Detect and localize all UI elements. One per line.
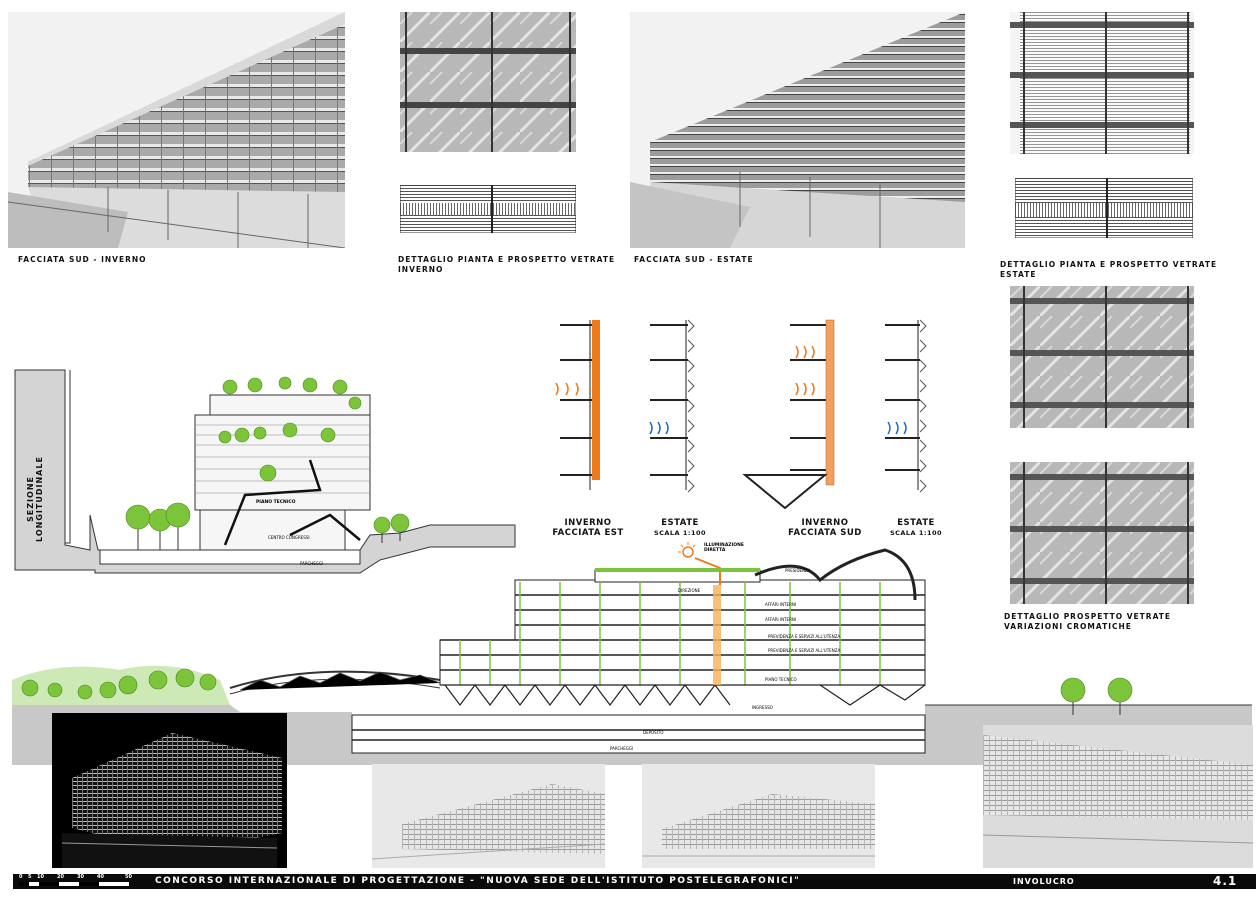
- label-estate-est-2: SCALA 1:100: [653, 529, 707, 537]
- label-estate-sud-1: ESTATE: [897, 518, 935, 528]
- dettaglio-pianta-estate: [1015, 178, 1193, 238]
- perspective-render-4: [983, 725, 1253, 868]
- scale-tick-5: 5: [28, 874, 32, 880]
- label-estate-est-1: ESTATE: [661, 518, 699, 528]
- label-inverno-sud-2: FACCIATA SUD: [788, 528, 862, 538]
- parcheggi-label: PARCHEGGI: [610, 746, 634, 751]
- caption-facciata-sud-inverno: FACCIATA SUD - INVERNO: [18, 255, 147, 264]
- label-inverno-est: INVERNO FACCIATA EST: [548, 518, 628, 538]
- illuminazione-label: ILLUMINAZIONE DIRETTA: [704, 543, 744, 553]
- label-estate-sud: ESTATE SCALA 1:100: [876, 518, 956, 538]
- facciata-sud-estate-render: [630, 12, 965, 248]
- affari-interni-label-1: AFFARI INTERNI: [765, 602, 797, 607]
- ingresso-label: INGRESSO: [752, 705, 773, 710]
- label-inverno-sud: INVERNO FACCIATA SUD: [785, 518, 865, 538]
- main-section-drawing: ILLUMINAZIONE DIRETTA DIREZIONE PRESIDEN…: [0, 540, 1259, 765]
- sezione-longitudinale-drawing: PIANO TECNICO CENTRO CONGRESSI PARCHEGGI: [10, 365, 525, 580]
- illuminazione-line2: DIRETTA: [704, 548, 726, 553]
- caption-dettaglio-estate: DETTAGLIO PIANTA E PROSPETTO VETRATE EST…: [1000, 260, 1217, 280]
- affari-interni-label-2: AFFARI INTERNI: [765, 617, 797, 622]
- scale-tick-30: 30: [77, 874, 84, 880]
- caption-variazioni-line1: DETTAGLIO PROSPETTO VETRATE: [1004, 612, 1172, 621]
- perspective-render-2: [372, 764, 605, 868]
- presidenza-label: PRESIDENZA: [785, 568, 811, 573]
- footer-sheet-number: 4.1: [1213, 874, 1238, 888]
- scale-tick-40: 40: [97, 874, 104, 880]
- label-estate-sud-2: SCALA 1:100: [889, 529, 943, 537]
- facciata-sud-inverno-render: [8, 12, 345, 248]
- dettaglio-prospetto-inverno: [400, 12, 576, 152]
- caption-variazioni-cromatiche: DETTAGLIO PROSPETTO VETRATE VARIAZIONI C…: [1004, 612, 1171, 632]
- perspective-render-3: [642, 764, 875, 868]
- caption-variazioni-line2: VARIAZIONI CROMATICHE: [1004, 622, 1132, 631]
- label-inverno-est-1: INVERNO: [564, 518, 612, 528]
- night-perspective-render: [52, 713, 287, 868]
- facade-section-details: [550, 310, 940, 510]
- sezione-longitudinale-title: SEZIONE LONGITUDINALE: [26, 456, 44, 542]
- scale-tick-20: 20: [57, 874, 64, 880]
- scale-tick-50: 50: [125, 874, 132, 880]
- scale-tick-10: 10: [37, 874, 44, 880]
- caption-dettaglio-inverno: DETTAGLIO PIANTA E PROSPETTO VETRATE INV…: [398, 255, 615, 275]
- illuminazione-line1: ILLUMINAZIONE: [704, 543, 744, 548]
- caption-facciata-sud-estate: FACCIATA SUD - ESTATE: [634, 255, 754, 264]
- variazioni-cromatiche-2: [1010, 462, 1194, 604]
- deposito-label: DEPOSITO: [643, 730, 664, 735]
- dettaglio-prospetto-estate: [1010, 12, 1194, 154]
- small-parcheggi-label: PARCHEGGI: [300, 561, 324, 566]
- small-piano-tecnico-label: PIANO TECNICO: [256, 500, 296, 505]
- footer-title: CONCORSO INTERNAZIONALE DI PROGETTAZIONE…: [155, 876, 801, 886]
- variazioni-cromatiche-1: [1010, 286, 1194, 428]
- direzione-label: DIREZIONE: [678, 588, 701, 593]
- previdenza-label-1: PREVIDENZA E SERVIZI ALL'UTENZA: [768, 634, 841, 639]
- scale-tick-0: 0: [19, 874, 23, 880]
- small-centro-congressi-label: CENTRO CONGRESSI: [268, 535, 310, 540]
- caption-dettaglio-estate-line2: ESTATE: [1000, 270, 1037, 279]
- dettaglio-pianta-inverno: [400, 185, 576, 233]
- footer-section: INVOLUCRO: [1013, 877, 1075, 886]
- caption-dettaglio-inverno-line2: INVERNO: [398, 265, 444, 274]
- label-inverno-sud-1: INVERNO: [801, 518, 849, 528]
- caption-dettaglio-inverno-line1: DETTAGLIO PIANTA E PROSPETTO VETRATE: [398, 255, 616, 264]
- piano-tecnico-label: PIANO TECNICO: [765, 677, 797, 682]
- label-inverno-est-2: FACCIATA EST: [552, 528, 624, 538]
- previdenza-label-2: PREVIDENZA E SERVIZI ALL'UTENZA: [768, 648, 841, 653]
- scale-bar: 0 5 10 20 30 40 50: [19, 874, 139, 889]
- footer-bar: 0 5 10 20 30 40 50 CONCORSO INTERNAZIONA…: [13, 874, 1256, 889]
- label-estate-est: ESTATE SCALA 1:100: [640, 518, 720, 538]
- caption-dettaglio-estate-line1: DETTAGLIO PIANTA E PROSPETTO VETRATE: [1000, 260, 1218, 269]
